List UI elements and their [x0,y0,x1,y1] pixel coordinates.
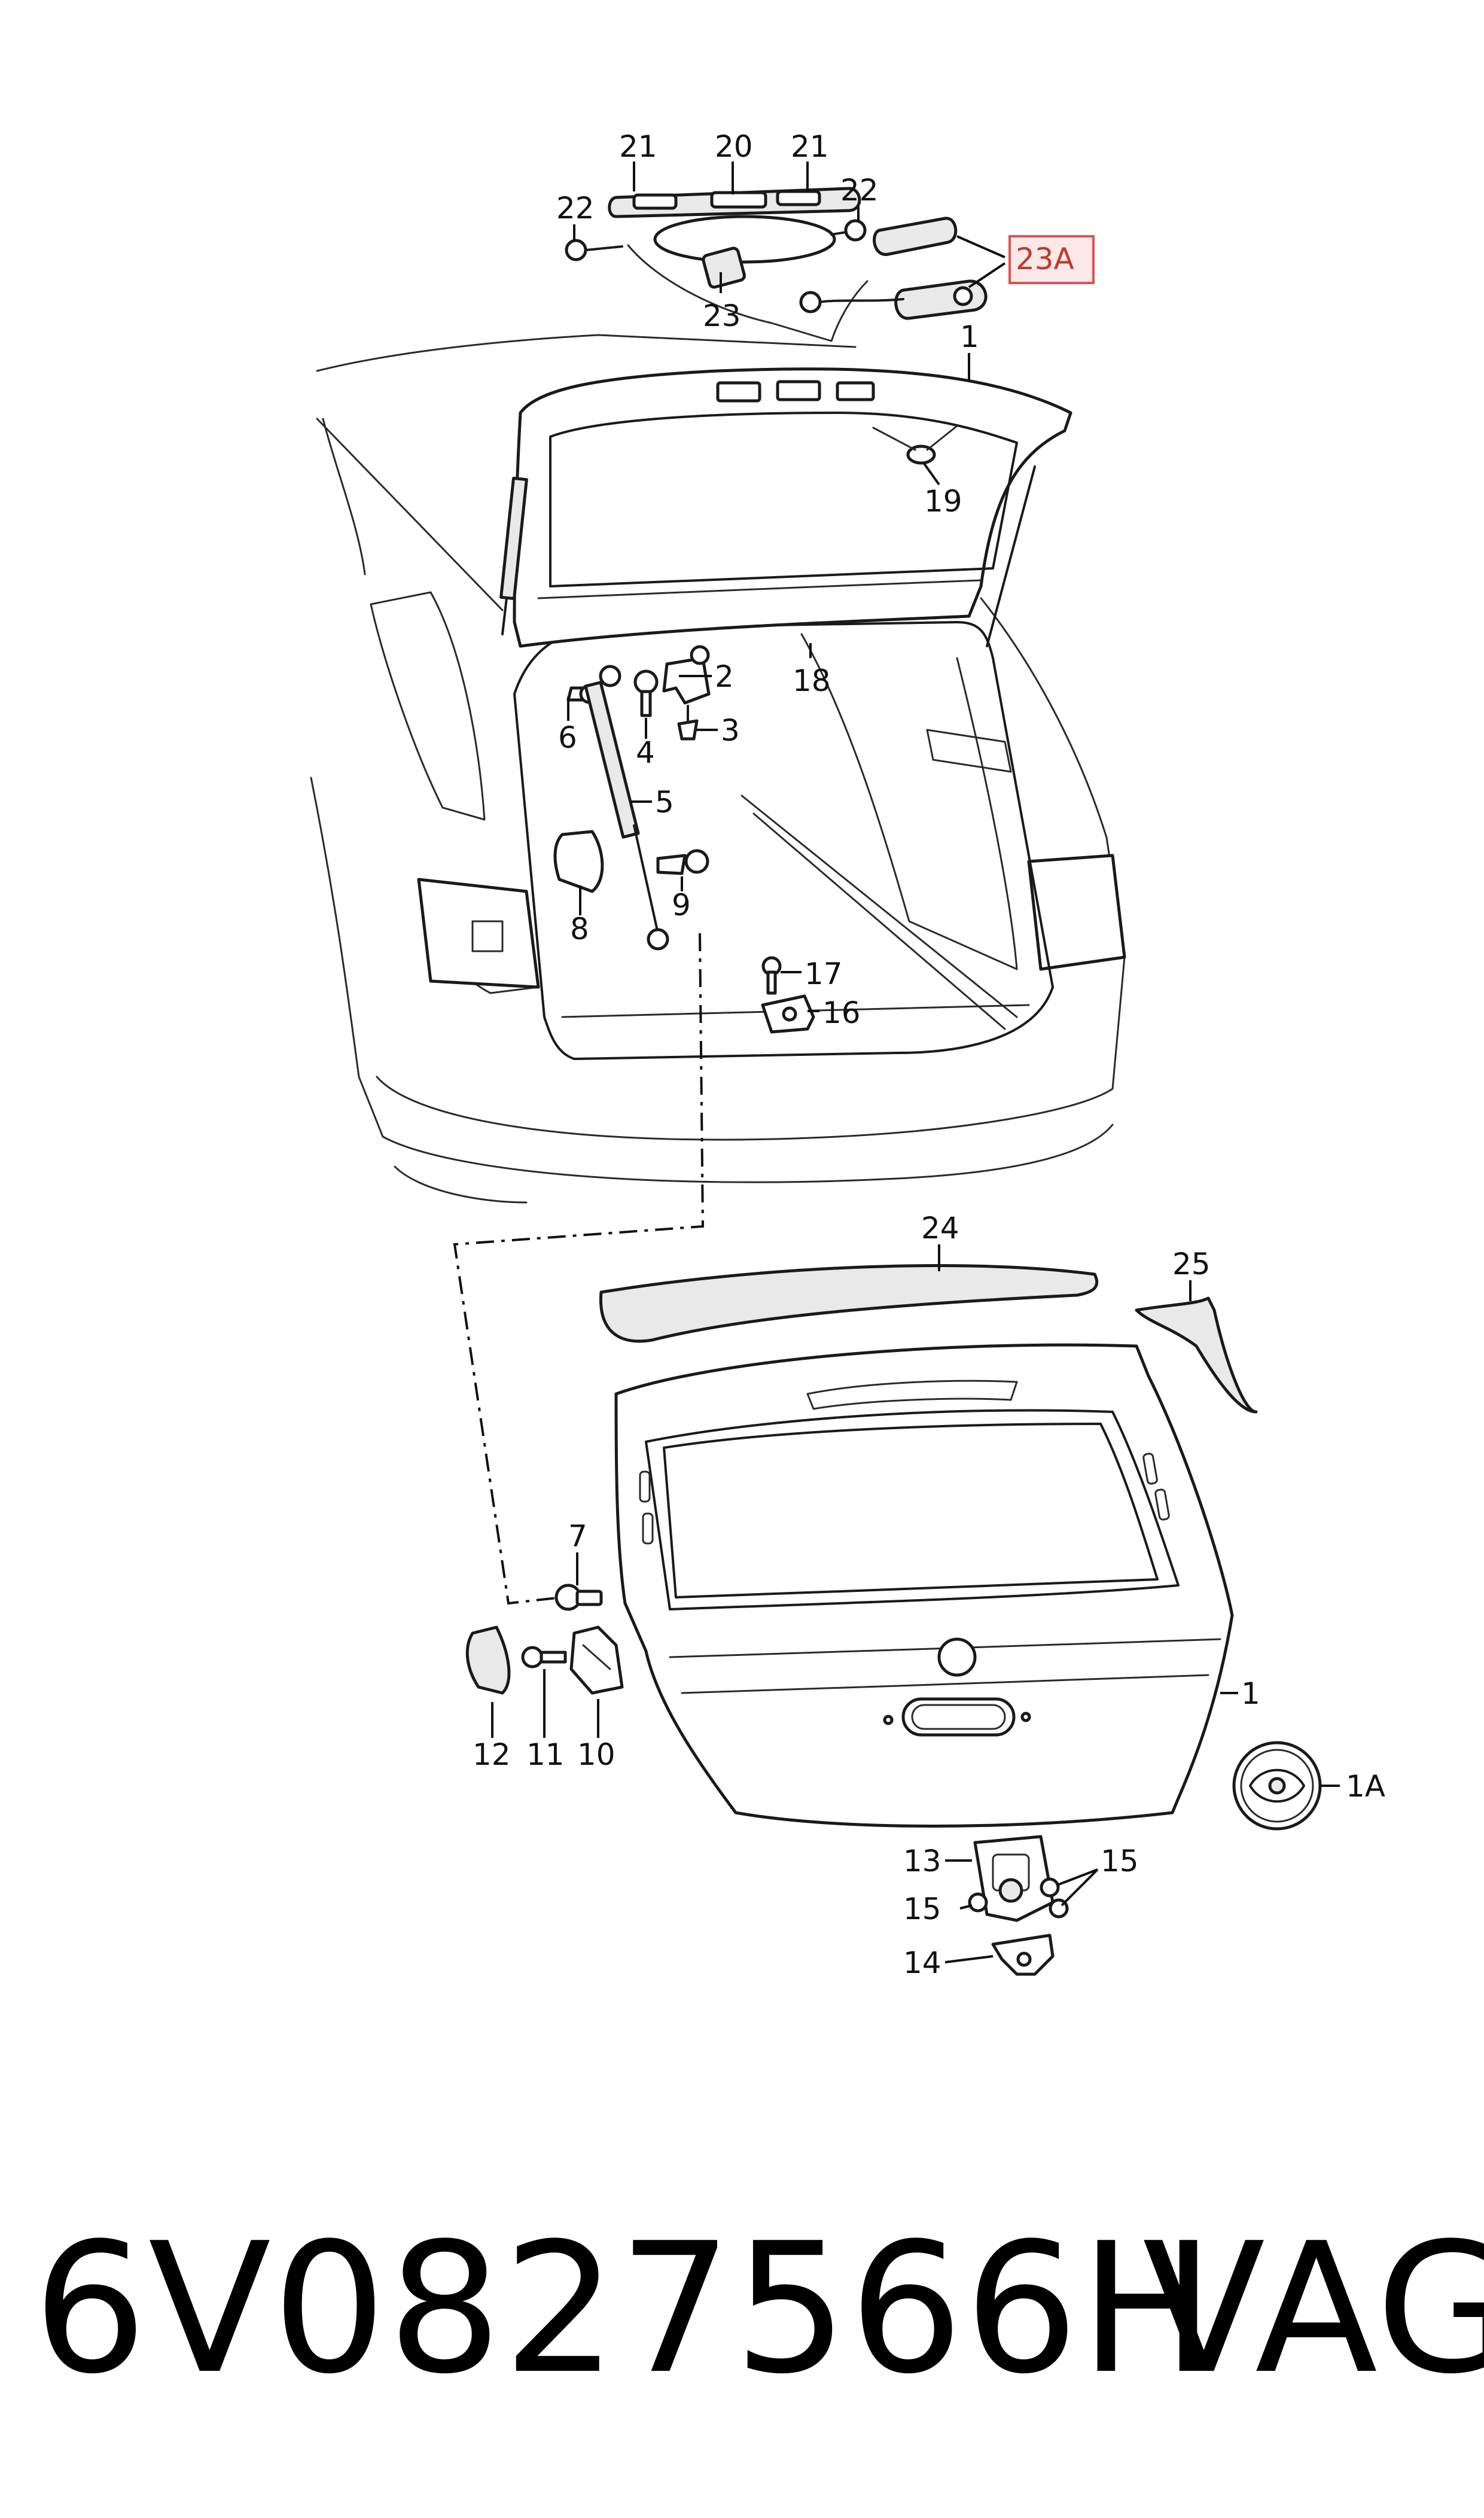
callout-23a: 23A [1016,242,1074,276]
callout-1-bottom: 1 [1241,1676,1260,1711]
car-body-open [310,334,1126,1204]
callout-22-left: 22 [556,191,595,226]
callout-20: 20 [715,129,753,164]
callout-22-right: 22 [840,173,879,208]
callout-25: 25 [1172,1247,1211,1281]
callout-17: 17 [805,957,843,991]
callout-labels: 21 20 21 22 22 23 23A 1 19 2 18 3 6 4 5 … [473,129,1385,1980]
callout-3: 3 [721,713,740,748]
callout-15-left: 15 [903,1892,941,1926]
callout-15-right: 15 [1101,1844,1139,1878]
reference-link-line [453,933,705,1605]
callout-24: 24 [921,1211,959,1246]
callout-21-left: 21 [619,129,657,164]
emblem-1a [1232,1741,1322,1831]
callout-4: 4 [636,735,655,770]
callout-19: 19 [924,484,962,519]
callout-1-top: 1 [960,319,979,354]
part-number: 6V0827566H [33,2205,1216,2413]
tailgate-closed [614,1343,1234,1828]
inset-detail [565,187,988,342]
callout-8: 8 [570,912,589,946]
callout-10: 10 [577,1737,615,1772]
brand-name: VAG [1142,2205,1484,2413]
spoiler-and-trim [599,1264,1258,1414]
highlight-box-23a [1008,235,1095,284]
callout-12: 12 [473,1737,511,1772]
callout-21-right: 21 [791,129,829,164]
callout-23: 23 [703,299,741,333]
callout-7: 7 [568,1519,587,1554]
callout-11: 11 [526,1737,565,1772]
callout-2: 2 [715,659,734,694]
loose-parts-upper [553,645,815,1034]
callout-14: 14 [903,1945,941,1980]
callout-18: 18 [793,663,831,698]
callout-16: 16 [822,995,861,1030]
callout-13: 13 [903,1844,941,1878]
lower-left-parts [465,1584,624,1695]
leader-lines [491,162,1340,1963]
callout-6: 6 [558,720,577,755]
callout-5: 5 [655,785,674,820]
callout-1a: 1A [1346,1769,1385,1804]
lock-assembly [968,1835,1069,1976]
callout-9: 9 [672,888,691,922]
